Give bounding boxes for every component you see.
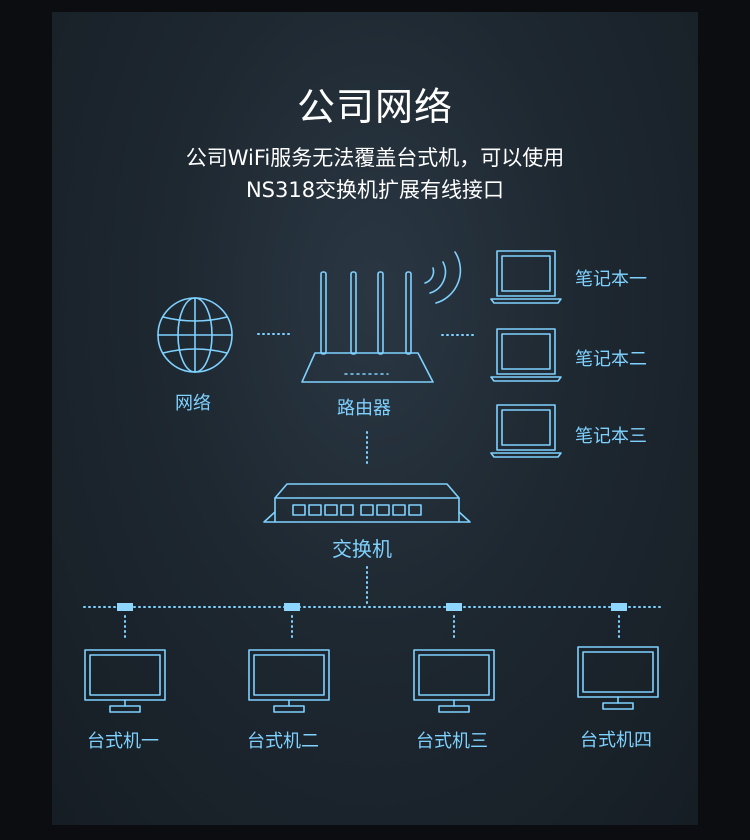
- label-laptop-1: 笔记本一: [575, 269, 647, 290]
- connector-3: [446, 603, 462, 611]
- label-laptop-2: 笔记本二: [575, 349, 647, 370]
- connector-1: [117, 603, 133, 611]
- connector-2: [284, 603, 300, 611]
- desktop-icon-4: [577, 646, 659, 710]
- laptop-icon-1: [490, 250, 562, 304]
- subtitle-line-2: NS318交换机扩展有线接口: [245, 178, 505, 202]
- label-router: 路由器: [337, 398, 391, 419]
- label-switch: 交换机: [332, 537, 392, 561]
- label-desktop-2: 台式机二: [247, 731, 319, 752]
- switch-icon: [263, 483, 471, 523]
- laptop-icon-3: [490, 404, 562, 458]
- desktop-icon-3: [413, 649, 495, 713]
- wifi-signal-icon: [424, 251, 462, 304]
- desktop-icon-1: [84, 649, 166, 713]
- router-icon: [301, 271, 434, 383]
- label-internet: 网络: [175, 393, 211, 414]
- label-desktop-3: 台式机三: [416, 731, 488, 752]
- page-title: 公司网络: [296, 85, 453, 129]
- label-desktop-4: 台式机四: [580, 730, 652, 751]
- connector-4: [611, 603, 627, 611]
- label-laptop-3: 笔记本三: [575, 426, 647, 447]
- label-desktop-1: 台式机一: [87, 731, 159, 752]
- globe-icon: [157, 297, 233, 373]
- desktop-icon-2: [248, 649, 330, 713]
- subtitle-line-1: 公司WiFi服务无法覆盖台式机，可以使用: [185, 146, 565, 170]
- laptop-icon-2: [490, 328, 562, 382]
